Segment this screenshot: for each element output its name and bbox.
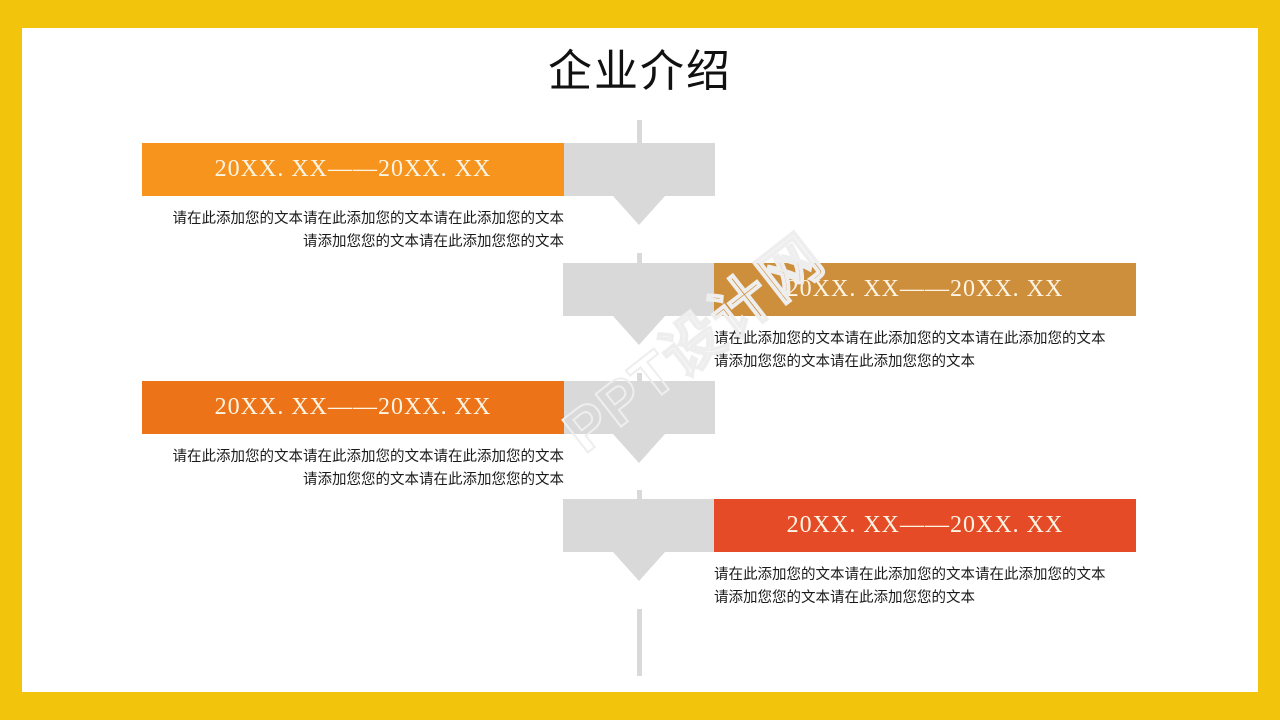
timeline-spine-segment-bottom	[637, 609, 642, 676]
timeline-connector-3	[563, 381, 715, 463]
page-title: 企业介绍	[548, 47, 732, 96]
timeline-body-text-4: 请在此添加您的文本请在此添加您的文本请在此添加您的文本 请添加您您的文本请在此添…	[714, 567, 1106, 606]
timeline-date-label-2: 20XX. XX——20XX. XX	[786, 276, 1064, 302]
timeline-body-text-3: 请在此添加您的文本请在此添加您的文本请在此添加您的文本 请添加您您的文本请在此添…	[172, 449, 565, 488]
timeline-date-bar-2[interactable]: 20XX. XX——20XX. XX	[714, 263, 1136, 316]
timeline-body-text-2: 请在此添加您的文本请在此添加您的文本请在此添加您的文本 请添加您您的文本请在此添…	[714, 331, 1106, 370]
timeline-date-label-4: 20XX. XX——20XX. XX	[786, 512, 1064, 538]
timeline-date-bar-3[interactable]: 20XX. XX——20XX. XX	[142, 381, 564, 434]
timeline-date-bar-1[interactable]: 20XX. XX——20XX. XX	[142, 143, 564, 196]
timeline-date-label-1: 20XX. XX——20XX. XX	[214, 156, 492, 182]
timeline-connector-4	[563, 499, 715, 581]
timeline-body-text-1: 请在此添加您的文本请在此添加您的文本请在此添加您的文本 请添加您您的文本请在此添…	[172, 211, 565, 250]
slide-canvas: PPT设计网 企业介绍 20XX. XX——20XX. XX 请在此添加您的文本…	[22, 28, 1258, 692]
timeline-date-bar-4[interactable]: 20XX. XX——20XX. XX	[714, 499, 1136, 552]
timeline-connector-2	[563, 263, 715, 345]
timeline-connector-1	[563, 143, 715, 225]
timeline-date-label-3: 20XX. XX——20XX. XX	[214, 394, 492, 420]
